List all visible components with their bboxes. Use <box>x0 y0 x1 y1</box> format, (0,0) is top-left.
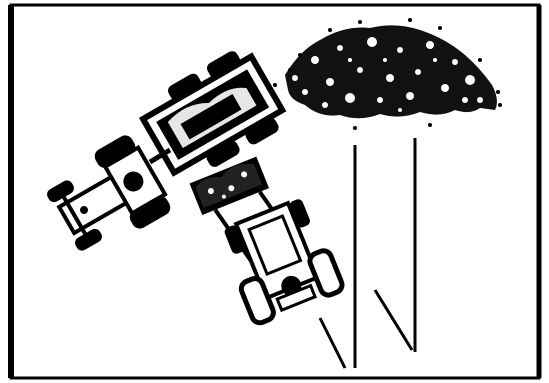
illustration-frame <box>0 0 549 383</box>
illustration <box>0 0 549 383</box>
